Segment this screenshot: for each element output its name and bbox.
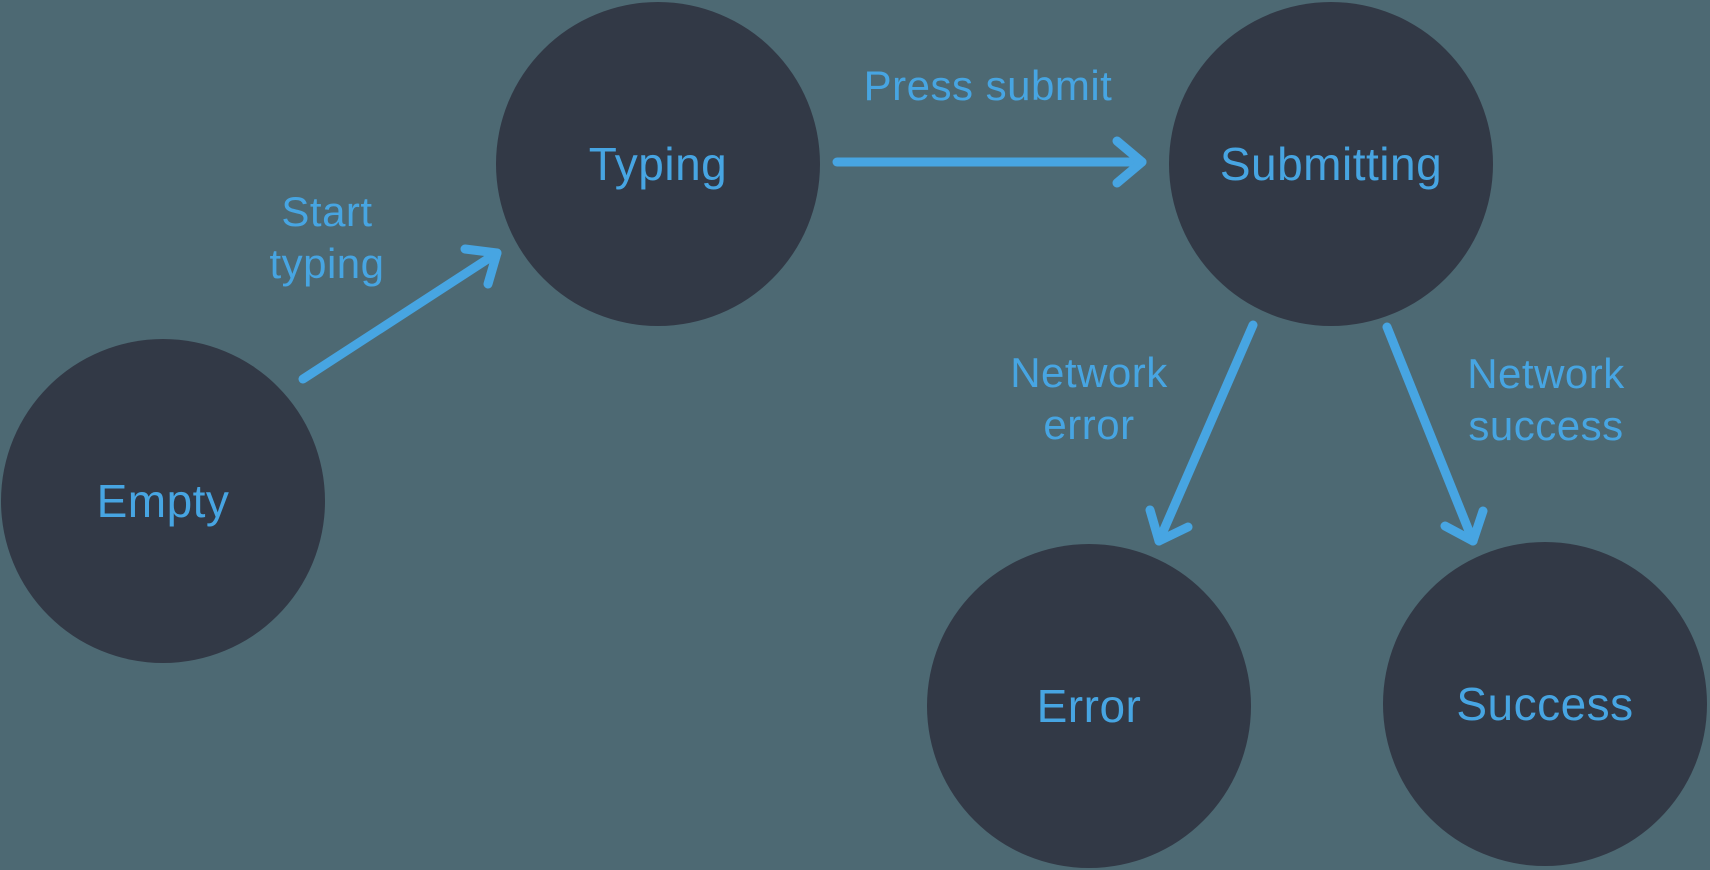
arrow-shaft — [1382, 322, 1478, 546]
arrowhead-icon — [460, 244, 502, 289]
arrowhead-icon — [1112, 136, 1147, 188]
state-node-label: Typing — [588, 138, 728, 190]
transition-label-network-error: Network error — [1010, 348, 1168, 448]
arrow-shaft — [1154, 320, 1258, 546]
transition-label-press-submit: Press submit — [863, 61, 1113, 109]
state-node-label: Empty — [96, 475, 230, 527]
arrowhead-icon — [1440, 506, 1488, 546]
arrow-press-submit — [832, 136, 1147, 188]
arrow-shaft — [298, 248, 502, 384]
arrow-start-typing — [298, 244, 502, 384]
state-node-submitting: Submitting — [1169, 2, 1493, 326]
transition-label-network-success: Network success — [1467, 349, 1625, 449]
state-node-typing: Typing — [496, 2, 820, 326]
arrowhead-icon — [1145, 505, 1193, 546]
state-node-label: Submitting — [1219, 138, 1443, 190]
state-node-label: Error — [1036, 680, 1142, 732]
transition-label-start-typing: Start typing — [269, 187, 385, 287]
state-node-empty: Empty — [1, 339, 325, 663]
arrow-network-error — [1145, 320, 1258, 546]
state-node-error: Error — [927, 544, 1251, 868]
state-node-success: Success — [1383, 542, 1707, 866]
state-node-label: Success — [1456, 678, 1634, 730]
arrow-network-success — [1382, 322, 1488, 546]
